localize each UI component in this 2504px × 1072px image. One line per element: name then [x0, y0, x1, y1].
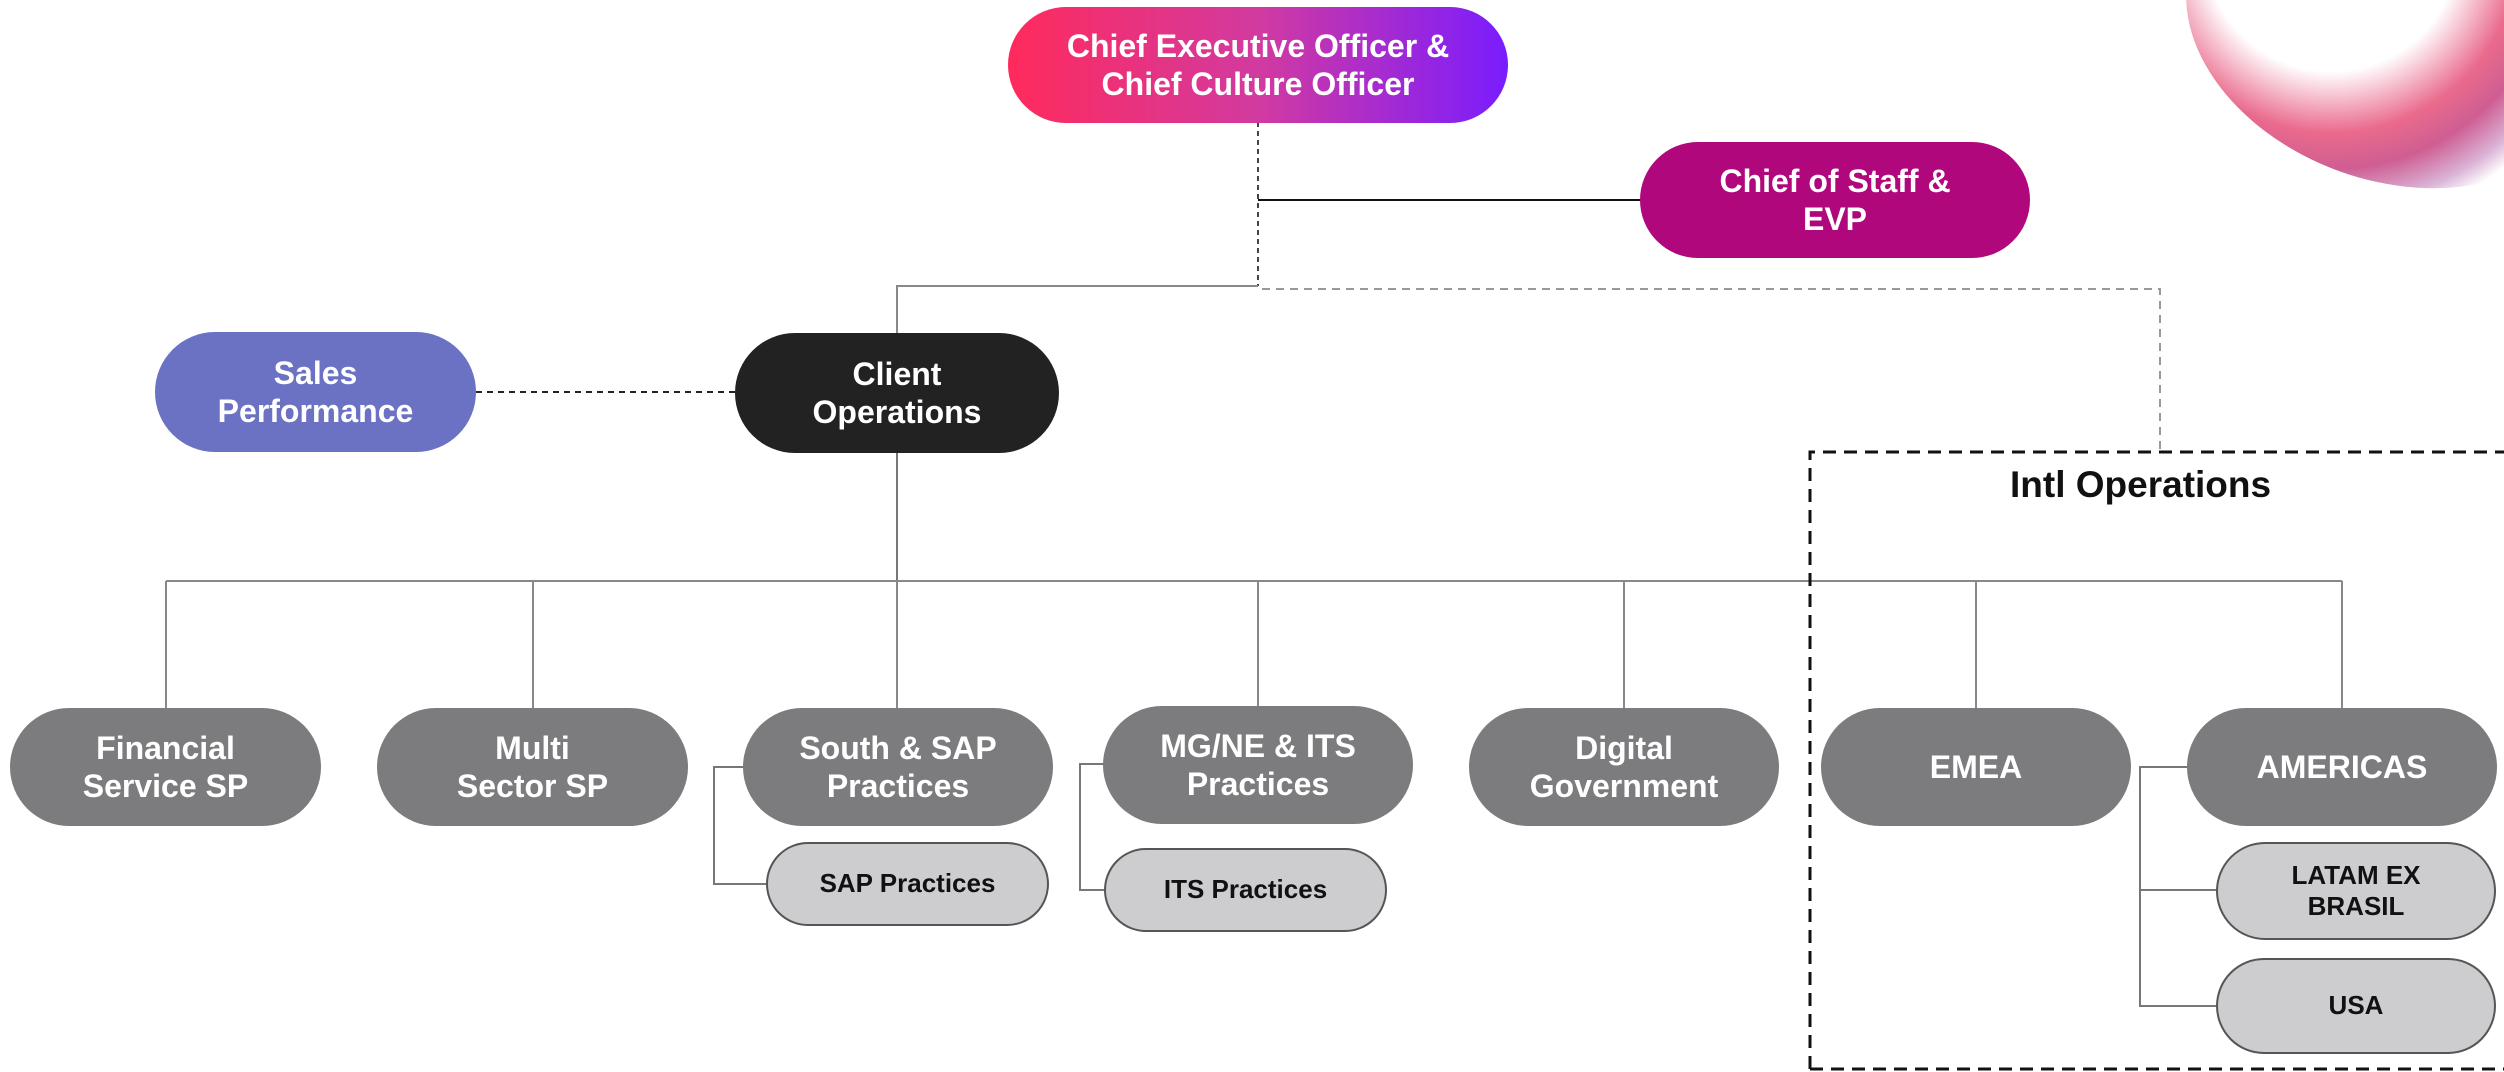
client-operations-line1: Client: [852, 355, 942, 392]
multi-sector-line1: Multi: [495, 729, 570, 766]
chief-of-staff-node[interactable]: Chief of Staff & EVP: [1640, 142, 2030, 258]
mg-ne-its-line1: MG/NE & ITS: [1160, 727, 1356, 764]
client-ops-connector: [896, 285, 1258, 334]
sap-practices-node[interactable]: SAP Practices: [766, 842, 1049, 926]
sales-performance-line1: Sales: [273, 354, 358, 391]
ceo-line2: Chief Culture Officer: [1101, 66, 1415, 102]
sales-performance-node[interactable]: Sales Performance: [155, 332, 476, 452]
mg-ne-its-line2: Practices: [1186, 766, 1330, 802]
usa-node[interactable]: USA: [2216, 958, 2496, 1054]
chief-of-staff-line2: EVP: [1802, 201, 1868, 237]
latam-line2: BRASIL: [2307, 891, 2405, 921]
emea-label: EMEA: [1929, 748, 2023, 785]
chief-of-staff-line1: Chief of Staff &: [1719, 162, 1951, 199]
americas-node[interactable]: AMERICAS: [2187, 708, 2497, 826]
digital-government-line1: Digital: [1575, 729, 1673, 766]
client-operations-node[interactable]: Client Operations: [735, 333, 1059, 453]
client-operations-line2: Operations: [812, 394, 982, 430]
ceo-line1: Chief Executive Officer &: [1066, 27, 1450, 64]
sales-performance-line2: Performance: [217, 393, 414, 429]
intl-ops-connector: [1262, 288, 2161, 452]
its-practices-node[interactable]: ITS Practices: [1104, 848, 1387, 932]
mg-ne-its-node[interactable]: MG/NE & ITS Practices: [1103, 706, 1413, 824]
digital-government-line2: Government: [1529, 768, 1719, 804]
sap-practices-label: SAP Practices: [819, 868, 996, 899]
latam-node[interactable]: LATAM EX BRASIL: [2216, 842, 2496, 940]
usa-label: USA: [2328, 990, 2384, 1021]
intl-operations-title: Intl Operations: [2010, 464, 2272, 505]
financial-service-line1: Financial: [96, 729, 235, 766]
digital-government-node[interactable]: Digital Government: [1469, 708, 1779, 826]
south-sap-line2: Practices: [826, 768, 970, 804]
multi-sector-line2: Sector SP: [456, 768, 609, 804]
south-sap-line1: South & SAP: [799, 729, 997, 766]
financial-service-node[interactable]: Financial Service SP: [10, 708, 321, 826]
latam-line1: LATAM EX: [2291, 859, 2421, 890]
multi-sector-node[interactable]: Multi Sector SP: [377, 708, 688, 826]
ceo-node[interactable]: Chief Executive Officer & Chief Culture …: [1008, 7, 1508, 123]
americas-label: AMERICAS: [2256, 748, 2428, 785]
its-practices-label: ITS Practices: [1163, 874, 1328, 905]
south-sap-node[interactable]: South & SAP Practices: [743, 708, 1053, 826]
financial-service-line2: Service SP: [82, 768, 249, 804]
emea-node[interactable]: EMEA: [1821, 708, 2131, 826]
